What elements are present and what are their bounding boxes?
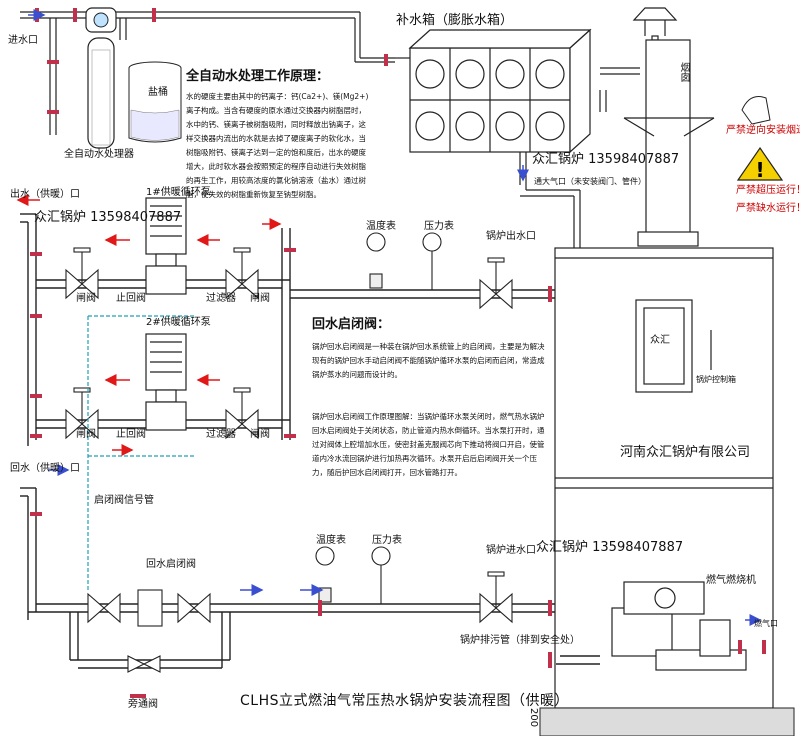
- water-treatment-text: 水的硬度主要由其中的钙离子：钙(Ca2+)、镁(Mg2+)离子构成。当含有硬度的…: [186, 92, 369, 199]
- label-gate-valve-c: 闸阀: [250, 293, 270, 304]
- label-ground: 200: [528, 708, 539, 728]
- label-gate-valve-b: 闸阀: [76, 429, 96, 440]
- flanges: [30, 248, 552, 698]
- return-valve-text-1: 锅炉回水启闭阀是一种装在锅炉回水系统管上的启闭阀，主要是为解决现有的锅炉回水手动…: [312, 342, 545, 379]
- label-supply: 出水（供暖）口: [10, 189, 80, 200]
- label-no-dry-run: 严禁缺水运行！: [736, 203, 800, 214]
- label-water-softener: 全自动水处理器: [64, 149, 134, 160]
- signal-pipe: [87, 315, 194, 590]
- label-gate-valve-d: 闸阀: [250, 429, 270, 440]
- label-return: 回水（供暖）口: [10, 463, 80, 474]
- label-thermometer1: 温度表: [366, 221, 396, 232]
- water-treatment-heading: 全自动水处理工作原理：: [186, 69, 330, 84]
- label-check-valve-b: 止回阀: [116, 429, 146, 440]
- label-company: 河南众汇锅炉有限公司: [620, 445, 751, 460]
- label-pump1: 1#供暖循环泵: [146, 187, 211, 198]
- pump-1: [145, 197, 187, 295]
- ground-base: [539, 707, 795, 736]
- return-valve-text-2: 锅炉回水启闭阀工作原理图解：当锅炉循环水泵关闭时，燃气热水锅炉回水启闭阀处于关闭…: [312, 412, 545, 477]
- phone-top: 众汇锅炉 13598407887: [532, 152, 680, 167]
- gauges: [315, 232, 442, 604]
- label-chimney: 烟囱: [678, 62, 689, 82]
- salt-tank: [128, 61, 182, 143]
- warning-sign: !: [736, 96, 784, 182]
- burner-unit: [611, 581, 747, 671]
- label-inlet-top: 进水口: [8, 35, 38, 46]
- phone-bottom: 众汇锅炉 13598407887: [536, 540, 684, 555]
- label-check-valve-a: 止回阀: [116, 293, 146, 304]
- label-drain: 锅炉排污管（排到安全处）: [460, 635, 580, 646]
- gas-valve: [738, 640, 766, 654]
- tank-valve: [384, 54, 388, 66]
- label-filter-b: 过滤器: [206, 429, 236, 440]
- water-softener: [85, 7, 117, 149]
- label-boiler-inlet: 锅炉进水口: [486, 545, 536, 556]
- label-bypass: 旁通阀: [128, 699, 158, 710]
- expansion-tank: [408, 28, 592, 154]
- label-salt: 盐桶: [148, 87, 168, 98]
- label-vent: 通大气口（未安装阀门、管件）: [534, 177, 646, 186]
- label-no-overpressure: 严禁超压运行！: [736, 185, 800, 196]
- label-tank: 补水箱（膨胀水箱）: [396, 13, 514, 28]
- loop-valves: [65, 247, 513, 673]
- label-return-valve: 回水启闭阀: [146, 559, 196, 570]
- label-gate-valve-a: 闸阀: [76, 293, 96, 304]
- phone-left: 众汇锅炉 13598407887: [34, 210, 182, 225]
- flow-arrows: [16, 194, 762, 626]
- diagram-title: CLHS立式燃油气常压热水锅炉安装流程图（供暖）: [240, 693, 569, 709]
- pump-2: [145, 333, 187, 431]
- svg-text:!: !: [755, 158, 764, 182]
- label-return-signal: 启闭阀信号管: [94, 495, 154, 506]
- label-pressure-gauge1: 压力表: [424, 221, 454, 232]
- label-control-box: 锅炉控制箱: [696, 375, 736, 384]
- label-pressure-gauge2: 压力表: [372, 535, 402, 546]
- return-valve-heading: 回水启闭阀：: [312, 317, 391, 332]
- label-gas-inlet: 燃气口: [754, 619, 778, 628]
- label-filter-a: 过滤器: [206, 293, 236, 304]
- label-boiler-outlet: 锅炉出水口: [486, 231, 536, 242]
- label-pump2: 2#供暖循环泵: [146, 317, 211, 328]
- label-smoke-warning: 严禁逆向安装烟道: [726, 125, 800, 136]
- chimney: [623, 7, 715, 247]
- label-thermometer2: 温度表: [316, 535, 346, 546]
- label-brand: 众汇: [650, 335, 670, 346]
- label-burner: 燃气燃烧机: [706, 575, 756, 586]
